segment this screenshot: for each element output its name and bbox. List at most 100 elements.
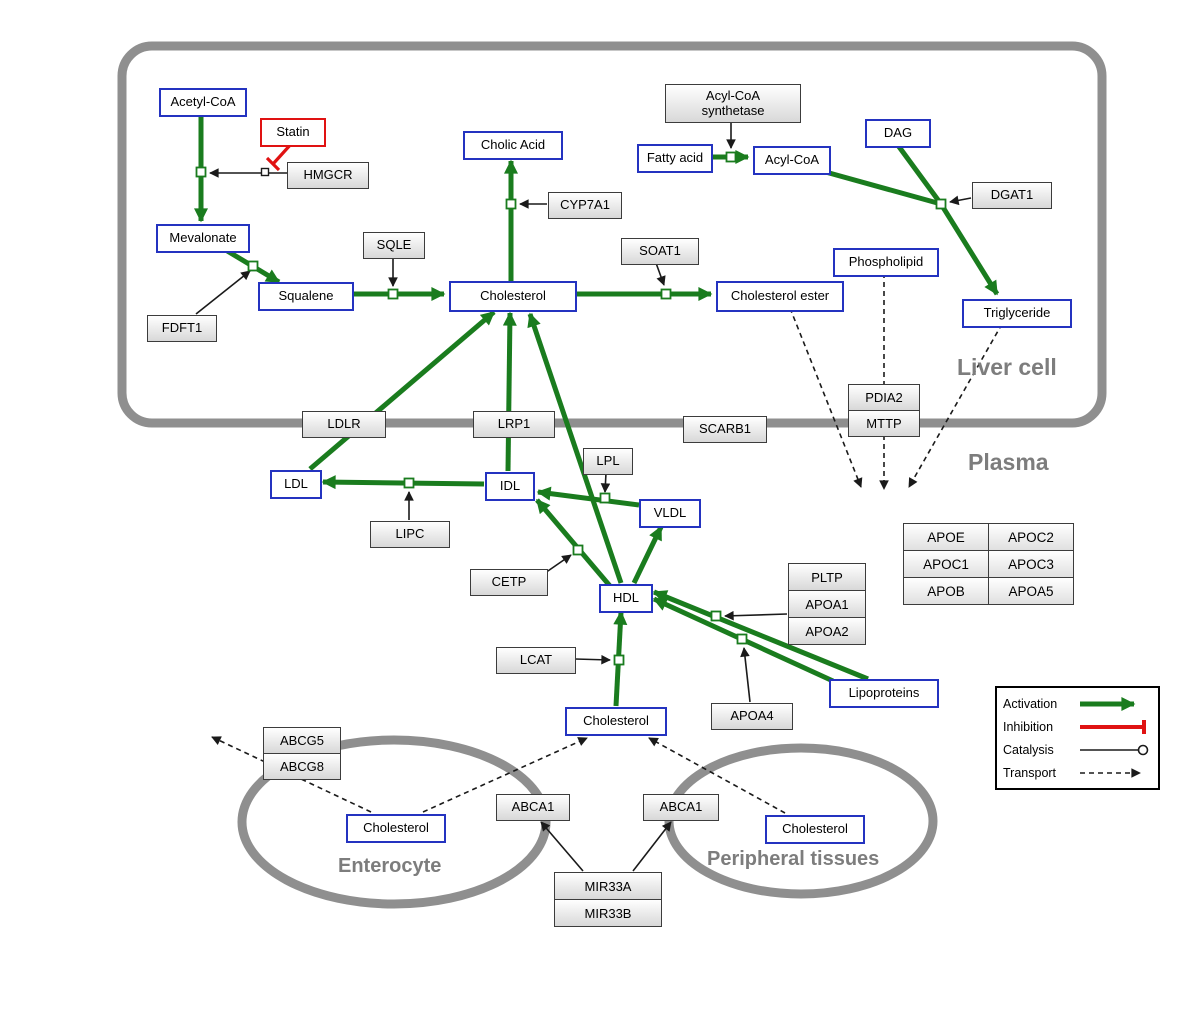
node-scarb1[interactable]: SCARB1: [683, 416, 767, 443]
node-hdl[interactable]: HDL: [599, 584, 653, 613]
node-idl[interactable]: IDL: [485, 472, 535, 501]
node-cholesterol-plasma[interactable]: Cholesterol: [565, 707, 667, 736]
node-label: VLDL: [653, 505, 687, 521]
node-fdft1[interactable]: FDFT1: [147, 315, 217, 342]
node-mir33a[interactable]: MIR33A: [554, 872, 662, 900]
inhibition-tbar-glyph: [1080, 719, 1146, 734]
node-label: FDFT1: [161, 320, 203, 336]
node-lrp1[interactable]: LRP1: [473, 411, 555, 438]
node-apoa2[interactable]: APOA2: [788, 617, 866, 645]
stack-mir33: MIR33A MIR33B: [554, 872, 662, 927]
node-label: CYP7A1: [560, 197, 610, 213]
node-ldl[interactable]: LDL: [270, 470, 322, 499]
apo-table-cell[interactable]: APOE: [903, 523, 989, 551]
catalysis-anchor-node: [260, 167, 270, 177]
node-lipc[interactable]: LIPC: [370, 521, 450, 548]
node-apoa4[interactable]: APOA4: [711, 703, 793, 730]
node-phospholipid[interactable]: Phospholipid: [833, 248, 939, 277]
node-abca1-left[interactable]: ABCA1: [496, 794, 570, 821]
node-label: SCARB1: [698, 421, 752, 437]
node-cyp7a1[interactable]: CYP7A1: [548, 192, 622, 219]
apo-table-cell[interactable]: APOC3: [988, 550, 1074, 578]
edge-pltp-apoa-catalysis: [724, 610, 788, 621]
node-dag[interactable]: DAG: [865, 119, 931, 148]
node-label: LCAT: [519, 652, 553, 668]
edge-mir33-abca1-right: [632, 821, 672, 872]
node-acetyl-coa[interactable]: Acetyl-CoA: [159, 88, 247, 117]
reaction-node: [599, 492, 611, 504]
node-label: IDL: [499, 478, 521, 494]
catalysis-circle-glyph: [1080, 744, 1149, 755]
reaction-node: [247, 260, 259, 272]
node-cetp[interactable]: CETP: [470, 569, 548, 596]
node-label: Cholesterol: [363, 820, 429, 836]
node-sqle[interactable]: SQLE: [363, 232, 425, 259]
node-lcat[interactable]: LCAT: [496, 647, 576, 674]
inhibition-tbar: [265, 156, 281, 172]
node-apoa1[interactable]: APOA1: [788, 590, 866, 618]
apo-table-cell[interactable]: APOA5: [988, 577, 1074, 605]
node-cholesterol-liver[interactable]: Cholesterol: [449, 281, 577, 312]
transport-dashed-arrow-glyph: [1080, 767, 1141, 778]
reaction-node: [710, 610, 722, 622]
catalysis-edges: [195, 121, 972, 872]
node-label: Cholic Acid: [480, 137, 546, 153]
node-mevalonate[interactable]: Mevalonate: [156, 224, 250, 253]
node-abca1-right[interactable]: ABCA1: [643, 794, 719, 821]
node-vldl[interactable]: VLDL: [639, 499, 701, 528]
edge-lcat-catalysis: [574, 654, 611, 665]
reaction-node: [660, 288, 672, 300]
node-acyl-coa2[interactable]: Acyl-CoA: [753, 146, 831, 175]
node-lipoproteins[interactable]: Lipoproteins: [829, 679, 939, 708]
node-cholesterol-ester[interactable]: Cholesterol ester: [716, 281, 844, 312]
edge-enterocyte-cholesterol-plasma: [422, 737, 588, 813]
apo-table-cell[interactable]: APOC2: [988, 523, 1074, 551]
node-pdia2[interactable]: PDIA2: [848, 384, 920, 411]
node-label: Phospholipid: [848, 254, 924, 270]
legend-row-inhibition: Inhibition: [1003, 716, 1152, 738]
node-label: DGAT1: [990, 187, 1034, 203]
node-label: LIPC: [395, 526, 425, 542]
node-soat1[interactable]: SOAT1: [621, 238, 699, 265]
apo-table-cell[interactable]: APOC1: [903, 550, 989, 578]
reaction-node: [505, 198, 517, 210]
node-label: LDL: [284, 476, 308, 492]
node-label: LRP1: [497, 416, 531, 432]
node-label: Acyl-CoA synthetase: [701, 88, 765, 118]
edge-idl-ldl: [321, 475, 485, 490]
edge-triglyceride-plasma: [908, 323, 1003, 488]
node-acyl-coa-synthetase[interactable]: Acyl-CoA synthetase: [665, 84, 801, 123]
node-pltp[interactable]: PLTP: [788, 563, 866, 591]
node-ldlr[interactable]: LDLR: [302, 411, 386, 438]
node-label: APOA4: [730, 708, 774, 724]
edge-cetp-catalysis: [544, 554, 572, 574]
node-label: Squalene: [278, 288, 334, 304]
node-lpl[interactable]: LPL: [583, 448, 633, 475]
edge-vldl-idl: [536, 486, 640, 508]
node-label: LPL: [596, 453, 620, 469]
node-cholesterol-enterocyte[interactable]: Cholesterol: [346, 814, 446, 843]
node-label: HDL: [612, 590, 639, 606]
node-statin[interactable]: Statin: [260, 118, 326, 147]
node-cholic-acid[interactable]: Cholic Acid: [463, 131, 563, 160]
node-label: Mevalonate: [169, 230, 237, 246]
apo-table-cell[interactable]: APOB: [903, 577, 989, 605]
node-cholesterol-peripheral[interactable]: Cholesterol: [765, 815, 865, 844]
stack-abcg5-abcg8: ABCG5 ABCG8: [263, 727, 341, 780]
node-hmgcr[interactable]: HMGCR: [287, 162, 369, 189]
node-mir33b[interactable]: MIR33B: [554, 899, 662, 927]
reaction-node: [403, 477, 415, 489]
node-label: Triglyceride: [983, 305, 1051, 321]
edge-lpl-catalysis: [600, 472, 611, 493]
node-dgat1[interactable]: DGAT1: [972, 182, 1052, 209]
node-abcg8[interactable]: ABCG8: [263, 753, 341, 780]
node-triglyceride[interactable]: Triglyceride: [962, 299, 1072, 328]
node-fatty-acid[interactable]: Fatty acid: [637, 144, 713, 173]
node-mttp[interactable]: MTTP: [848, 410, 920, 437]
node-squalene[interactable]: Squalene: [258, 282, 354, 311]
node-abcg5[interactable]: ABCG5: [263, 727, 341, 754]
node-label: Fatty acid: [646, 150, 704, 166]
node-label: Cholesterol: [782, 821, 848, 837]
